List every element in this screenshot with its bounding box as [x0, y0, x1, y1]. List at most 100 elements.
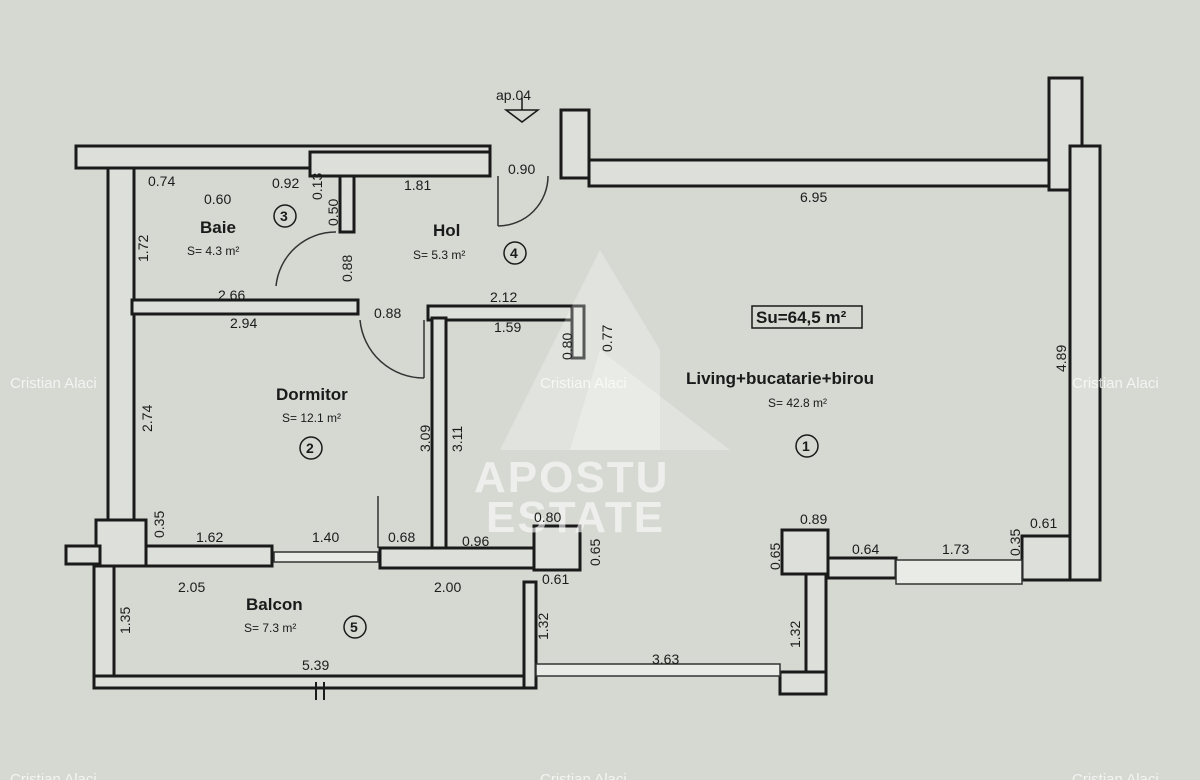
balcony-bottom-wall: [92, 674, 536, 690]
wall-stub-left: [64, 544, 102, 566]
dimension-label: 0.80: [534, 509, 561, 525]
wall-hol-dressing: [426, 304, 586, 322]
dimension-label: 0.88: [374, 305, 401, 321]
dimension-label: 2.74: [139, 405, 155, 432]
wall-dressing-short: [570, 304, 586, 360]
logo-building-shape: [500, 250, 660, 450]
dimension-label: 0.88: [339, 255, 355, 282]
room-area: S= 12.1 m²: [282, 411, 341, 425]
dimension-label: 0.61: [1030, 515, 1057, 531]
dimension-label: 0.35: [151, 511, 167, 538]
room-dormitor: Dormitor S= 12.1 m² 2: [276, 385, 348, 460]
dimension-label: 0.65: [767, 543, 783, 570]
dimension-label: 0.50: [325, 199, 341, 226]
room-number-circle: [343, 615, 367, 639]
dimension-label: 0.77: [599, 325, 615, 352]
dimension-label: 1.35: [117, 607, 133, 634]
room-area: S= 42.8 m²: [768, 396, 827, 410]
room-number: 5: [350, 619, 358, 635]
dimension-label: 1.72: [135, 235, 151, 262]
entrance-arrow-icon: [503, 98, 541, 123]
living-bay-wall: [804, 572, 828, 686]
dimension-label: 1.59: [494, 319, 521, 335]
room-name: Dormitor: [276, 385, 348, 404]
room-balcon: Balcon S= 7.3 m² 5: [244, 595, 367, 639]
door-baie-swing: [275, 231, 337, 287]
dimension-label: 3.63: [652, 651, 679, 667]
dimension-label: 2.66: [218, 287, 245, 303]
apostu-logo: APOSTU ESTATE: [474, 250, 730, 542]
credit-watermarks: Cristian Alaci Cristian Alaci Cristian A…: [10, 375, 1159, 780]
room-number-circle: [299, 436, 323, 460]
dimension-label: 0.61: [542, 571, 569, 587]
dimension-label: 0.64: [852, 541, 879, 557]
top-wall-hol: [308, 150, 492, 178]
room-number-circle: [795, 434, 819, 458]
dimension-labels: 0.74 0.60 0.92 0.13 0.50 1.81 0.90 6.95 …: [117, 161, 1069, 673]
windows: [273, 551, 1023, 700]
dimension-label: 2.05: [178, 579, 205, 595]
living-bay-corner: [778, 670, 828, 696]
dimension-label: 0.13: [309, 173, 325, 200]
credit-watermark: Cristian Alaci: [1072, 375, 1159, 392]
dimension-label: 1.40: [312, 529, 339, 545]
dimension-label: 2.12: [490, 289, 517, 305]
logo-line2: ESTATE: [486, 493, 665, 542]
dimension-label: 3.11: [449, 426, 465, 452]
room-number-circle: [273, 204, 297, 228]
room-name: Baie: [200, 218, 236, 237]
room-baie: Baie S= 4.3 m² 3: [187, 204, 297, 258]
dimension-label: 0.65: [587, 539, 603, 566]
dimension-label: 4.89: [1053, 345, 1069, 372]
entrance-label: ap.04: [496, 87, 531, 103]
credit-watermark: Cristian Alaci: [10, 375, 97, 392]
window-balcony-living: [535, 663, 781, 677]
room-name: Living+bucatarie+birou: [686, 369, 874, 388]
credit-watermark: Cristian Alaci: [540, 375, 627, 392]
dimension-label: 1.32: [787, 621, 803, 648]
balcony-right-wall: [522, 580, 538, 690]
wall-baie-dormitor: [130, 298, 360, 316]
dimension-label: 0.60: [204, 191, 231, 207]
room-name: Balcon: [246, 595, 303, 614]
column-bottom-left: [94, 518, 148, 568]
total-area: Su=64,5 m²: [756, 308, 847, 327]
right-wall: [1068, 144, 1102, 582]
room-area: S= 4.3 m²: [187, 244, 239, 258]
dimension-label: 1.62: [196, 529, 223, 545]
dimension-label: 0.74: [148, 173, 175, 189]
column-bottom-mid: [532, 524, 582, 572]
dimension-label: 0.96: [462, 533, 489, 549]
dimension-label: 0.80: [559, 333, 575, 360]
balcony-left-wall: [92, 564, 116, 688]
dimension-label: 1.73: [942, 541, 969, 557]
walls: [64, 76, 1102, 696]
room-number: 4: [510, 245, 518, 261]
dimension-label: 0.68: [388, 529, 415, 545]
top-wall-living: [587, 158, 1051, 188]
dimension-label: 6.95: [800, 189, 827, 205]
credit-watermark: Cristian Alaci: [10, 771, 97, 780]
dimension-label: 2.00: [434, 579, 461, 595]
dimension-label: 0.92: [272, 175, 299, 191]
door-dormitor-swing: [359, 319, 425, 379]
dimension-label: 2.94: [230, 315, 257, 331]
logo-line1: APOSTU: [474, 453, 669, 502]
total-area-box: [751, 305, 863, 329]
wall-baie-hol: [338, 174, 356, 234]
entrance-pillar: [559, 108, 591, 180]
room-number: 2: [306, 440, 314, 456]
room-number: 1: [802, 438, 810, 454]
wall-living-bottom: [826, 556, 898, 580]
wall-bottom-dormitor: [144, 544, 274, 568]
left-wall: [106, 166, 136, 522]
doors: [275, 175, 549, 548]
room-hol: Hol S= 5.3 m² 4: [413, 221, 527, 265]
room-number: 3: [280, 208, 288, 224]
room-area: S= 5.3 m²: [413, 248, 465, 262]
dimension-label: 0.90: [508, 161, 535, 177]
dimension-label: 1.81: [404, 177, 431, 193]
room-name: Hol: [433, 221, 460, 240]
door-entrance-swing: [497, 175, 549, 227]
